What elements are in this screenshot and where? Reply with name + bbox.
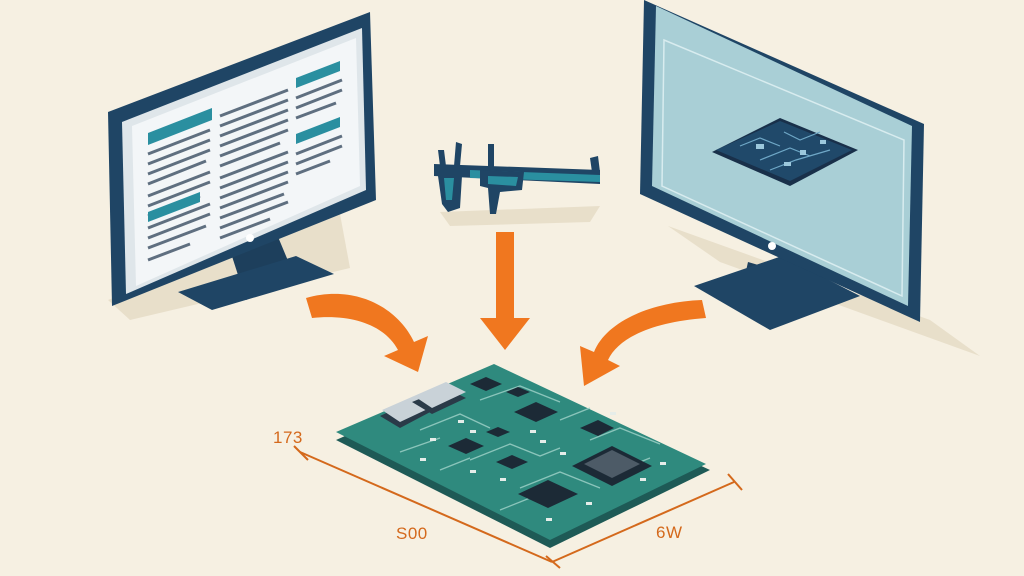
arrows — [306, 232, 706, 386]
left-monitor — [108, 12, 376, 310]
dimension-lines — [293, 445, 743, 569]
dimension-label-bottom: S00 — [396, 524, 428, 543]
board-connectors — [380, 382, 466, 428]
arrow-center-icon — [480, 232, 530, 350]
pcb-render-icon — [712, 118, 858, 186]
arrow-right-icon — [580, 300, 706, 386]
arrow-left-icon — [306, 293, 428, 372]
right-monitor — [640, 0, 924, 330]
circuit-board-icon — [336, 364, 710, 548]
board-components — [420, 412, 666, 521]
document-text-lines — [147, 61, 343, 262]
board-chips — [448, 377, 652, 508]
caliper-icon — [434, 142, 600, 214]
dimension-label-left: 173 — [273, 428, 303, 447]
dimension-label-right: 6W — [656, 523, 683, 542]
